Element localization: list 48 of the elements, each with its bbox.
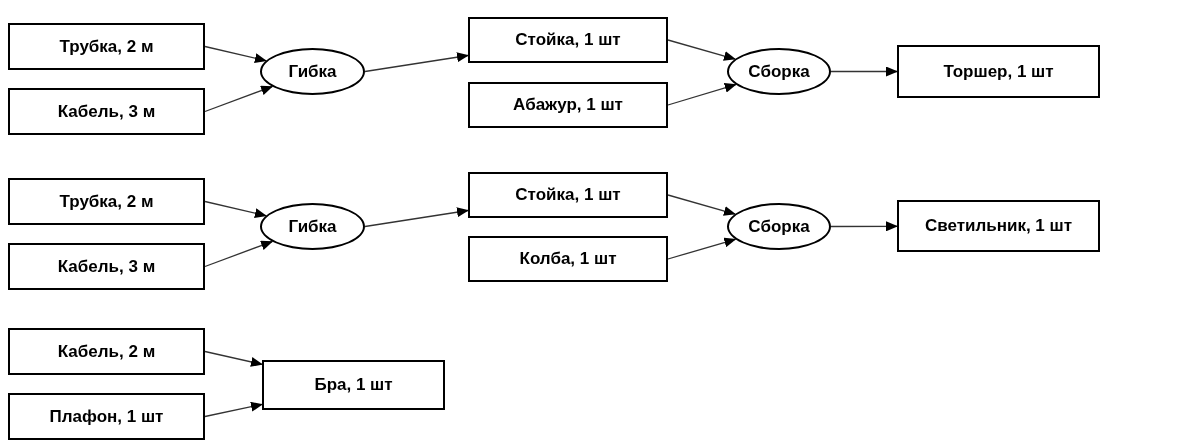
arrow: [667, 82, 737, 106]
item-label: Бра, 1 шт: [314, 375, 393, 395]
item-box: [897, 45, 1100, 98]
process-label: Гибка: [288, 61, 337, 82]
arrow: [204, 401, 263, 418]
arrow: [204, 240, 274, 268]
item-box: [897, 200, 1100, 252]
item-box: [8, 393, 205, 440]
arrow: [364, 52, 469, 73]
item-label: Торшер, 1 шт: [943, 61, 1054, 82]
item-label: Кабель, 3 м: [57, 101, 156, 122]
arrow: [667, 237, 737, 260]
arrow: [204, 85, 274, 113]
item-box: [8, 328, 205, 375]
arrow: [364, 207, 469, 228]
process-ellipse: [727, 203, 831, 250]
item-box: [468, 236, 668, 282]
item-label: Стойка, 1 шт: [515, 30, 621, 50]
item-label: Трубка, 2 м: [59, 36, 154, 57]
item-box: [8, 243, 205, 290]
process-label: Сборка: [748, 216, 810, 237]
item-label: Стойка, 1 шт: [515, 185, 621, 205]
item-box: [8, 88, 205, 135]
item-box: [468, 172, 668, 218]
item-label: Абажур, 1 шт: [513, 95, 623, 115]
arrow: [204, 200, 267, 219]
item-box: [8, 23, 205, 70]
arrow: [830, 66, 898, 77]
arrow: [204, 45, 267, 64]
process-ellipse: [260, 48, 365, 95]
arrow: [667, 194, 736, 216]
arrow: [667, 39, 736, 61]
item-label: Кабель, 2 м: [57, 341, 156, 362]
item-label: Кабель, 3 м: [57, 256, 156, 277]
item-label: Колба, 1 шт: [519, 249, 617, 269]
item-box: [262, 360, 445, 410]
item-box: [8, 178, 205, 225]
item-box: [468, 82, 668, 128]
item-label: Плафон, 1 шт: [49, 406, 164, 427]
process-label: Сборка: [748, 61, 810, 82]
arrow: [830, 221, 898, 232]
process-ellipse: [260, 203, 365, 250]
item-label: Светильник, 1 шт: [924, 216, 1073, 236]
process-ellipse: [727, 48, 831, 95]
process-label: Гибка: [288, 216, 337, 237]
item-box: [468, 17, 668, 63]
arrow: [204, 350, 263, 367]
item-label: Трубка, 2 м: [59, 191, 154, 212]
